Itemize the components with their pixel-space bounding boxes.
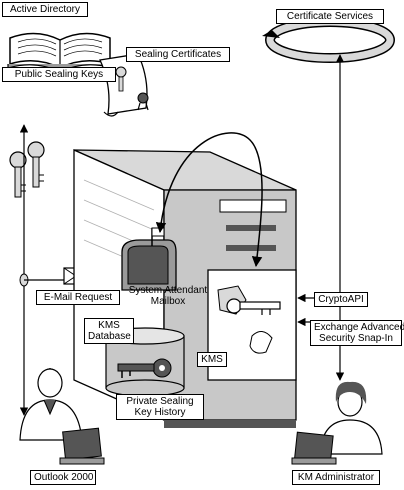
km-administrator-label: KM Administrator — [292, 470, 380, 485]
exchange-snapin-line-2: Security Snap-In — [319, 333, 393, 344]
user-outlook-icon — [19, 368, 105, 465]
private-key-history-line-2: Key History — [134, 407, 186, 418]
private-key-history-line-1: Private Sealing — [126, 396, 194, 407]
active-directory-label: Active Directory — [2, 2, 88, 17]
cryptoapi-label: CryptoAPI — [314, 292, 368, 307]
kms-database-line-2: Database — [88, 331, 131, 342]
certificate-services-cycle-icon — [262, 17, 395, 63]
hand-key-icon — [217, 285, 281, 354]
system-attendant-line-2: Mailbox — [150, 296, 186, 307]
kms-label: KMS — [197, 352, 227, 367]
private-sealing-key-history-label: Private Sealing Key History — [116, 394, 204, 420]
exchange-snapin-line-1: Exchange Advanced — [314, 322, 404, 333]
system-attendant-mailbox-label: System Attendant Mailbox — [126, 285, 210, 307]
public-sealing-keys-label: Public Sealing Keys — [2, 67, 116, 82]
user-km-administrator-icon — [291, 381, 383, 465]
exchange-security-snapin-label: Exchange Advanced Security Snap-In — [310, 320, 404, 346]
curved-flow-arrow — [155, 132, 263, 268]
certificate-scroll-icon — [99, 53, 149, 117]
keys-icon — [9, 141, 45, 198]
sealing-certificates-label: Sealing Certificates — [126, 47, 230, 62]
certificate-services-label: Certificate Services — [276, 9, 384, 24]
kms-database-line-1: KMS — [98, 320, 120, 331]
system-attendant-line-1: System Attendant — [128, 285, 208, 296]
outlook-2000-label: Outlook 2000 — [30, 470, 96, 485]
email-request-label: E-Mail Request — [36, 290, 120, 305]
kms-database-label: KMS Database — [84, 318, 134, 344]
